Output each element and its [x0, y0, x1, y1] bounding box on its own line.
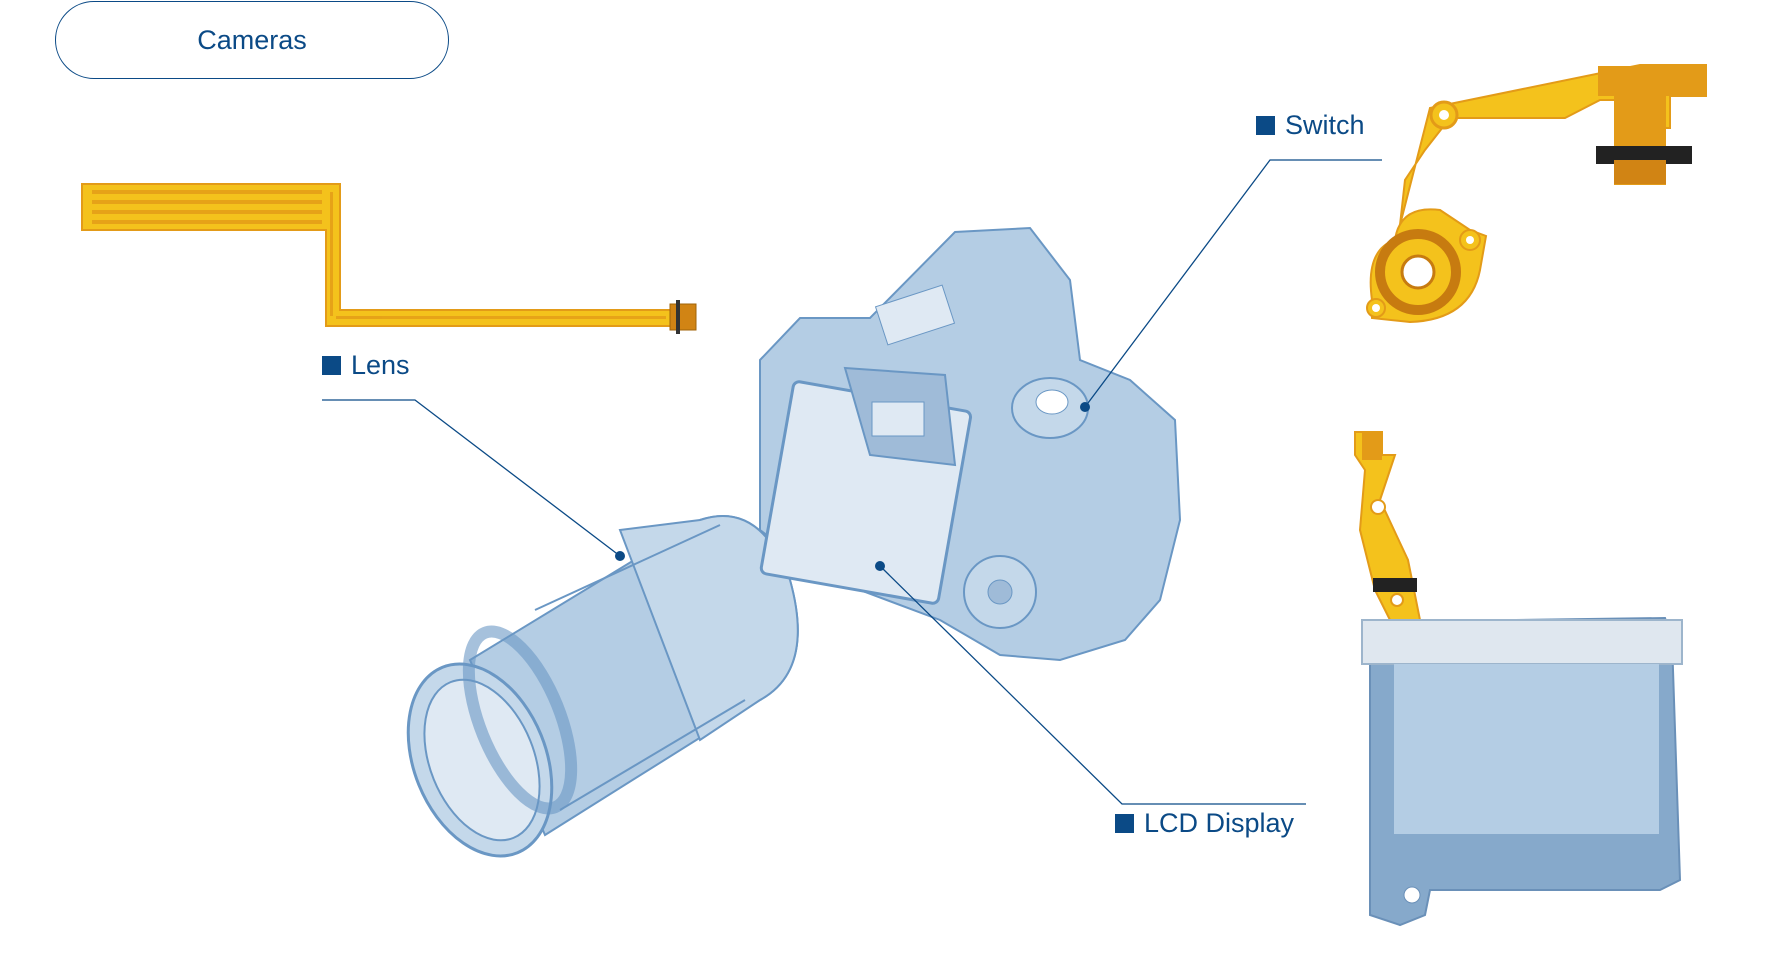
camera-body	[759, 226, 1182, 662]
callout-lcd: LCD Display	[1115, 808, 1294, 839]
callout-switch: Switch	[1256, 110, 1365, 141]
callout-lcd-label: LCD Display	[1144, 808, 1295, 838]
bullet-square-icon	[1256, 116, 1275, 135]
bullet-square-icon	[322, 356, 341, 375]
sensor-module	[1354, 431, 1683, 927]
callout-lens-label: Lens	[351, 350, 410, 380]
callout-lens: Lens	[322, 350, 410, 381]
leader-dots	[615, 402, 1090, 571]
lens-flex-cable	[81, 183, 697, 334]
bullet-square-icon	[1115, 814, 1134, 833]
category-label: Cameras	[197, 24, 307, 55]
camera-lens	[406, 515, 799, 858]
category-pill[interactable]: Cameras	[55, 1, 449, 79]
callout-switch-label: Switch	[1285, 110, 1365, 140]
leader-lines	[322, 159, 1382, 805]
switch-flex-cable	[1366, 64, 1707, 324]
